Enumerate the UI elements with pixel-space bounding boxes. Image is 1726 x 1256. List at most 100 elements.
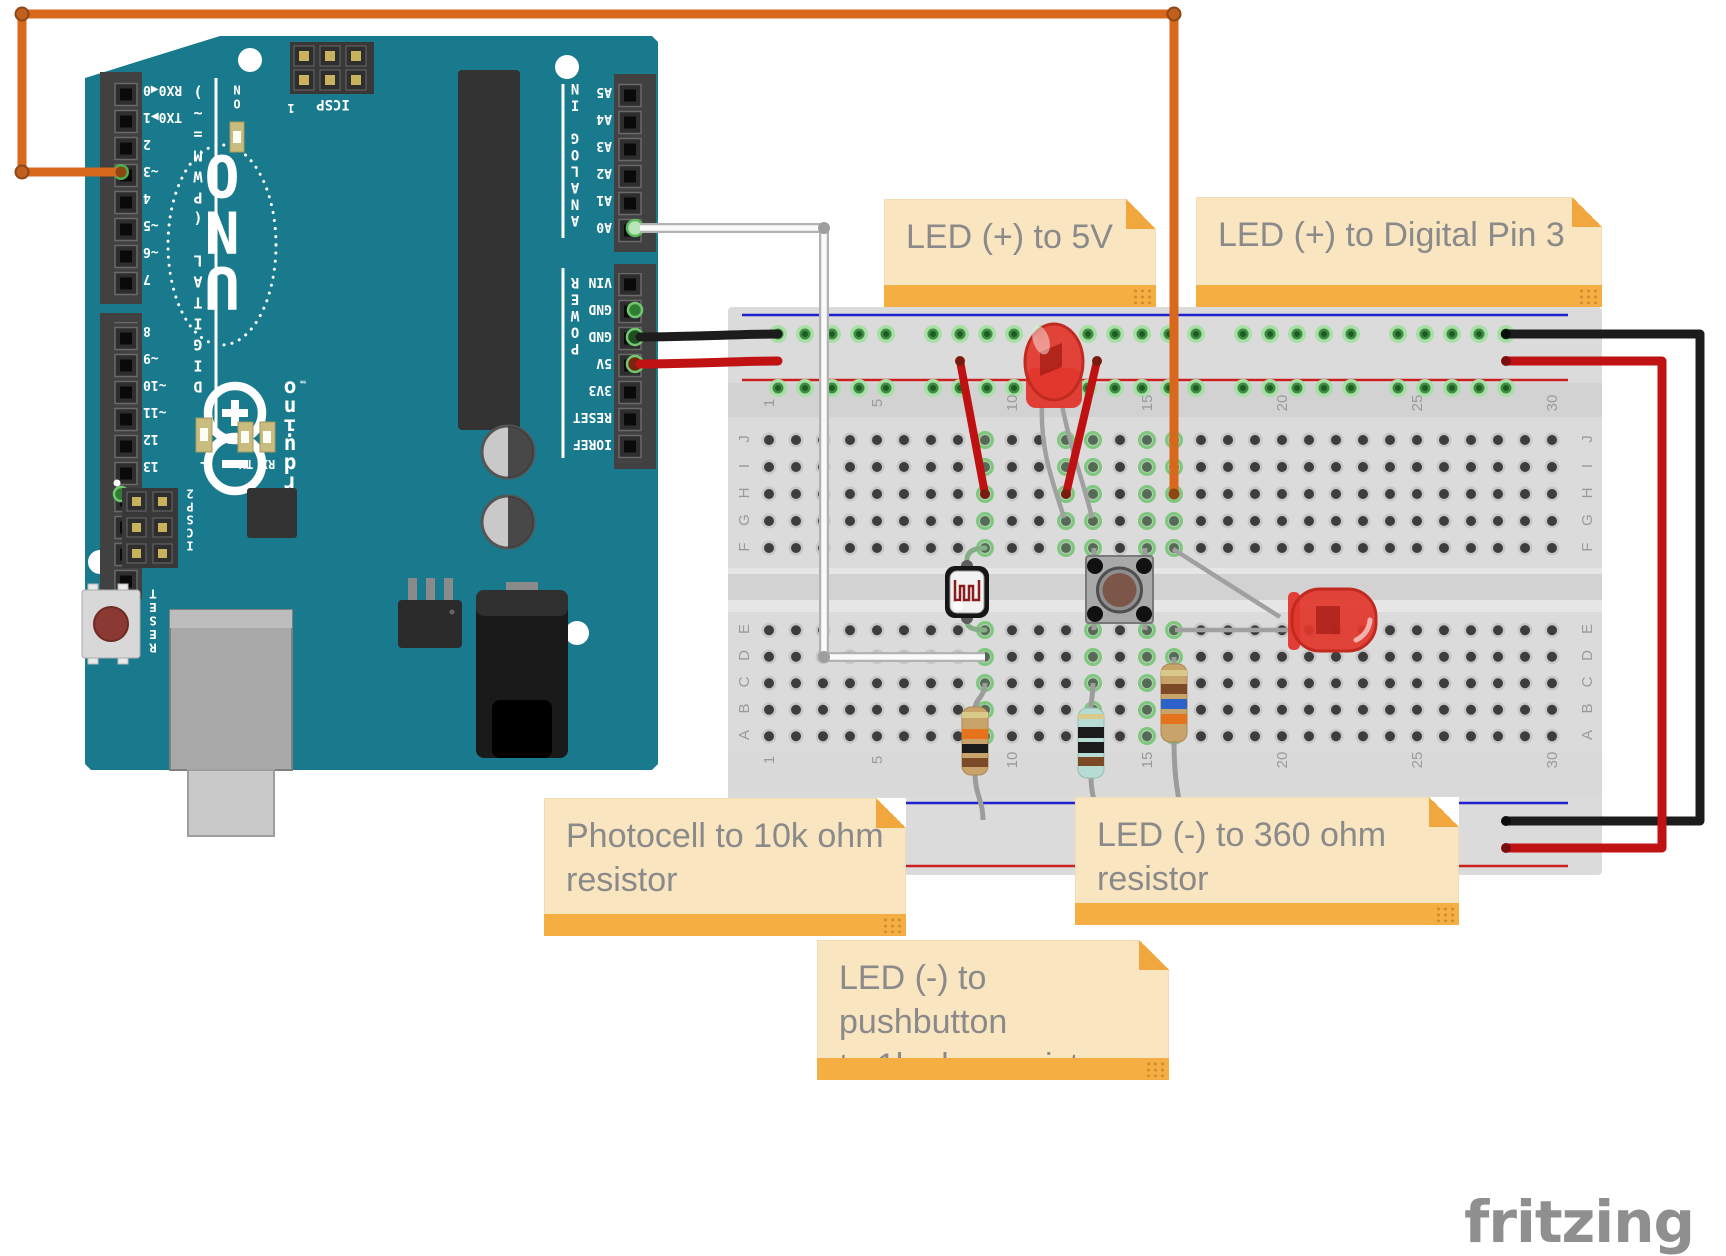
svg-text:10: 10 [1004, 752, 1021, 769]
note-title-bar[interactable] [544, 914, 906, 936]
wire-5v-red[interactable] [635, 356, 783, 369]
svg-text:I: I [1579, 464, 1596, 468]
svg-text:n: n [284, 395, 297, 419]
icsp-label: ICSP 1 [287, 96, 349, 115]
svg-text:5: 5 [869, 756, 886, 764]
svg-text:A0: A0 [596, 219, 612, 234]
photocell-track [953, 580, 981, 602]
note-title-bar[interactable] [817, 1058, 1169, 1080]
svg-text:D: D [193, 378, 202, 396]
svg-text:GND: GND [588, 301, 612, 316]
icsp2-header[interactable] [113, 479, 179, 569]
svg-text:5: 5 [869, 399, 886, 407]
svg-text:3V3: 3V3 [589, 382, 612, 397]
resistor-1k[interactable] [1077, 682, 1105, 821]
svg-text:H: H [736, 488, 753, 499]
uno-logo-text: ONU [205, 141, 240, 321]
atmega-chip [458, 70, 520, 430]
analog-pins[interactable] [617, 83, 653, 245]
resistor-360[interactable] [1160, 657, 1188, 821]
digital-pins-0-7[interactable] [103, 80, 139, 296]
svg-text:W: W [193, 168, 203, 186]
note-text: resistor [1097, 860, 1209, 898]
svg-text:1: 1 [761, 399, 778, 407]
svg-text:~6: ~6 [143, 244, 159, 259]
svg-text:7: 7 [143, 271, 151, 286]
note-fold-icon [1429, 797, 1459, 827]
usb-chip [247, 488, 297, 538]
note-resize-grip[interactable] [1145, 1061, 1165, 1077]
wire-rail-link-black[interactable] [1501, 329, 1705, 826]
wire-pin3-orange[interactable] [14, 6, 1182, 500]
svg-text:~5: ~5 [143, 217, 159, 232]
wires [14, 6, 1705, 853]
pushbutton[interactable] [1085, 548, 1154, 630]
trademark-text: ™ [300, 373, 306, 384]
led-top[interactable] [1023, 322, 1095, 519]
svg-text:L: L [200, 458, 208, 473]
sticky-note-photocell[interactable]: Photocell to 10k ohm resistor [544, 798, 906, 936]
svg-text:N: N [571, 80, 579, 96]
svg-text:I: I [193, 357, 202, 375]
svg-text:A: A [193, 273, 202, 291]
note-title-bar[interactable] [884, 285, 1156, 307]
svg-text:4: 4 [143, 190, 151, 205]
led-right[interactable] [1171, 547, 1378, 653]
svg-text:30: 30 [1544, 752, 1561, 769]
resistor-10k[interactable] [961, 682, 989, 821]
svg-text:A5: A5 [596, 84, 612, 99]
svg-text:=: = [193, 126, 202, 144]
power-rail-top-negative[interactable] [764, 320, 1540, 348]
svg-text:o: o [284, 376, 297, 400]
svg-text:A: A [1579, 730, 1596, 740]
reset-button[interactable] [81, 583, 141, 665]
svg-text:~10: ~10 [143, 377, 167, 392]
svg-text:8: 8 [143, 323, 151, 338]
note-text: resistor [566, 861, 678, 899]
sticky-note-360[interactable]: LED (-) to 360 ohm resistor [1075, 797, 1459, 925]
terminal-grid-top[interactable] [755, 426, 1567, 562]
photocell[interactable] [945, 545, 989, 633]
sticky-note-pushbutton[interactable]: LED (-) to pushbutton to 1k ohm resistor [817, 940, 1169, 1085]
led-flag [1040, 343, 1062, 376]
note-resize-grip[interactable] [1435, 906, 1455, 922]
svg-text:I: I [193, 315, 202, 333]
icsp-header[interactable] [290, 42, 374, 94]
svg-text:P: P [571, 340, 579, 356]
svg-text:B: B [1579, 703, 1596, 713]
sticky-note-led-pin3[interactable]: LED (+) to Digital Pin 3 [1196, 197, 1602, 307]
note-text: LED (+) to 5V [906, 218, 1113, 256]
mount-hole-icon [555, 55, 579, 79]
note-text: Photocell to 10k ohm [566, 817, 884, 855]
svg-text:A3: A3 [596, 138, 612, 153]
sticky-note-led-5v[interactable]: LED (+) to 5V [884, 199, 1156, 307]
svg-text:O: O [233, 97, 240, 111]
led-tx-core [241, 431, 249, 443]
note-resize-grip[interactable] [1578, 288, 1598, 304]
wire-rail-link-red[interactable] [1501, 356, 1667, 853]
svg-text:D: D [1579, 650, 1596, 661]
power-rail-top-positive[interactable] [764, 374, 1540, 402]
jumper-led-5v[interactable] [1062, 357, 1101, 498]
wire-gnd-black[interactable] [635, 329, 783, 342]
svg-text:~: ~ [193, 105, 202, 123]
svg-text:I: I [736, 464, 753, 468]
svg-text:A: A [570, 179, 579, 195]
svg-text:C: C [186, 526, 193, 540]
note-title-bar[interactable] [1196, 285, 1602, 307]
jumper-photocell-5v[interactable] [956, 357, 989, 498]
note-resize-grip[interactable] [1132, 288, 1152, 304]
wire-a0-white[interactable] [640, 222, 985, 663]
note-title-bar[interactable] [1075, 903, 1459, 925]
led-rx-core [263, 431, 271, 443]
note-resize-grip[interactable] [882, 917, 902, 933]
svg-text:L: L [193, 252, 202, 270]
svg-text:™: ™ [300, 373, 306, 384]
svg-text:RX: RX [260, 457, 275, 471]
